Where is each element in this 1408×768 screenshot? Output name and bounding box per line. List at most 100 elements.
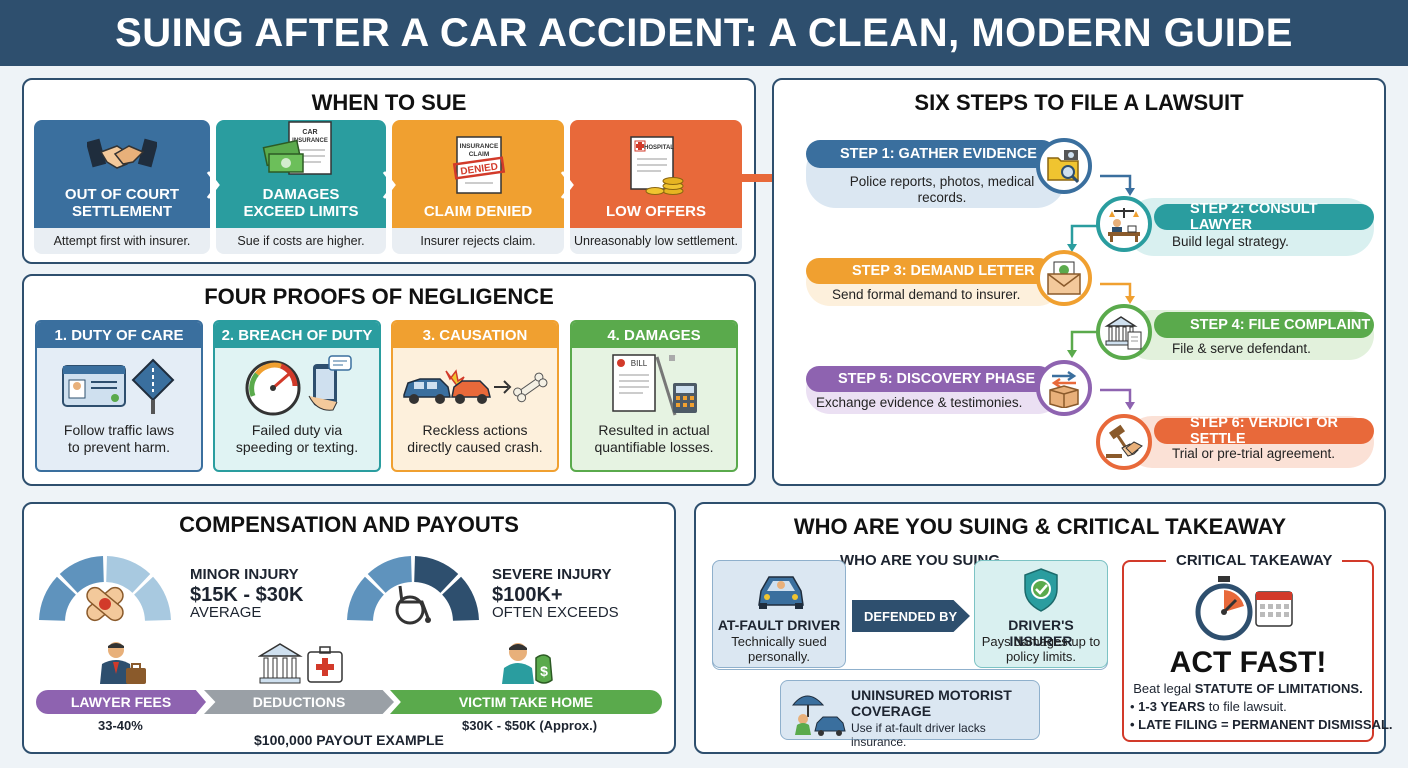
- minor-gauge-segment: [59, 556, 104, 593]
- payout-bar-lawyer-fees: LAWYER FEES: [36, 690, 206, 714]
- denied-claim-icon: INSURANCE CLAIM DENIED: [452, 136, 506, 194]
- step-4-text: File & serve defendant.: [1172, 341, 1311, 356]
- uninsured-label-1: UNINSURED MOTORIST: [851, 687, 1012, 703]
- defended-by-arrow: DEFENDED BY: [852, 600, 970, 632]
- proof-card-damages-header: 4. DAMAGES: [572, 322, 736, 348]
- step-6: STEP 6: VERDICT OR SETTLE Trial or pre-t…: [1126, 415, 1374, 468]
- step-6-title: STEP 6: VERDICT OR SETTLE: [1190, 415, 1338, 447]
- takeaway-bullet-1: • 1-3 YEARS to file lawsuit.: [1130, 699, 1287, 714]
- sue-card-low-offers-caption: Unreasonably low settlement.: [570, 228, 742, 254]
- doc-text-insurance: INSURANCE: [292, 138, 328, 144]
- step-1-title: STEP 1: GATHER EVIDENCE: [840, 146, 1037, 162]
- step-6-circle: [1096, 414, 1152, 470]
- gavel-handshake-icon: [1106, 424, 1143, 458]
- sue-card-settlement: OUT OF COURT SETTLEMENT Attempt first wi…: [34, 120, 210, 254]
- envelope-letter-icon: [1047, 261, 1081, 295]
- who-title: WHO ARE YOU SUING & CRITICAL TAKEAWAY: [793, 514, 1287, 539]
- bullet-1-rest: to file lawsuit.: [1205, 699, 1287, 714]
- hospital-bill-coins-icon: HOSPITAL: [630, 136, 684, 195]
- bank-medical-kit-icon: [258, 643, 343, 684]
- sue-card-denied-label: CLAIM DENIED: [423, 203, 533, 220]
- drivers-insurer-text-2: policy limits.: [1005, 649, 1077, 664]
- drivers-insurer-label: DRIVER'S INSURER: [1008, 617, 1074, 649]
- at-fault-driver-text-2: personally.: [748, 649, 810, 664]
- sue-card-low-offers-label: LOW OFFERS: [606, 203, 706, 220]
- minor-injury-label: MINOR INJURY: [190, 566, 299, 583]
- lawyer-desk-icon: [1108, 208, 1140, 242]
- at-fault-driver-box: AT-FAULT DRIVER Technically sued persona…: [712, 560, 846, 668]
- svg-text:$: $: [540, 663, 548, 679]
- statute-line-bold: STATUTE OF LIMITATIONS.: [1194, 681, 1363, 696]
- severe-injury-label: SEVERE INJURY: [492, 566, 612, 583]
- sue-card-denied-caption: Insurer rejects claim.: [392, 228, 564, 254]
- person-money-bag-icon: $: [502, 643, 553, 684]
- step-2-text: Build legal strategy.: [1172, 234, 1289, 249]
- bill-label: BILL: [631, 359, 648, 368]
- sue-card-low-offers: HOSPITAL LOW OFFERS Unreasonably low set…: [570, 120, 742, 254]
- bullet-1-bold: 1-3 YEARS: [1138, 699, 1206, 714]
- uninsured-label-2: COVERAGE: [851, 703, 932, 719]
- take-home-value: $30K - $50K (Approx.): [462, 718, 598, 733]
- umbrella-car-icon: [791, 695, 846, 736]
- step-5-text: Exchange evidence & testimonies.: [816, 395, 1023, 410]
- defended-by-label: DEFENDED BY: [864, 608, 958, 624]
- evidence-folder-icon: [1047, 150, 1080, 184]
- bill-crutch-calculator-icon: BILL: [612, 354, 697, 416]
- severe-gauge-segment: [442, 576, 479, 621]
- step-4: STEP 4: FILE COMPLAINT File & serve defe…: [1126, 310, 1374, 360]
- step-6-text: Trial or pre-trial agreement.: [1172, 446, 1336, 461]
- step-4-circle: [1096, 304, 1152, 360]
- money-document-icon: CAR INSURANCE: [262, 121, 332, 175]
- takeaway-bullet-2: • LATE FILING = PERMANENT DISMISSAL.: [1130, 717, 1393, 732]
- step-3: STEP 3: DEMAND LETTER Send formal demand…: [806, 258, 1062, 306]
- proof-card-damages: 4. DAMAGES BILL Resulted in actual quant…: [570, 320, 738, 472]
- lawyer-briefcase-icon: [100, 642, 146, 684]
- step-4-title: STEP 4: FILE COMPLAINT: [1190, 317, 1371, 333]
- payout-bar-deductions: DEDUCTIONS: [204, 690, 394, 714]
- uninsured-motorist-box: UNINSURED MOTORIST COVERAGE Use if at-fa…: [780, 680, 1040, 749]
- payout-bar-take-home: VICTIM TAKE HOME: [390, 690, 662, 714]
- proof-card-breach-header: 2. BREACH OF DUTY: [215, 322, 379, 348]
- sue-card-damages-label-1: DAMAGES: [262, 186, 340, 203]
- critical-takeaway-title: CRITICAL TAKEAWAY: [1166, 552, 1343, 569]
- step-5-circle: [1036, 360, 1092, 416]
- severe-injury-gauge: [347, 556, 479, 621]
- wheelchair-icon: [395, 585, 431, 625]
- compensation-panel: [22, 502, 676, 754]
- header-banner: SUING AFTER A CAR ACCIDENT: A CLEAN, MOD…: [0, 0, 1408, 66]
- minor-gauge-segment: [106, 556, 151, 593]
- proof-card-breach-text-1: Failed duty via: [251, 422, 343, 438]
- sue-card-damages-caption: Sue if costs are higher.: [216, 228, 386, 254]
- exchange-box-icon: [1049, 370, 1079, 408]
- step-2-title: STEP 2: CONSULT LAWYER: [1190, 201, 1318, 233]
- negligence-title: FOUR PROOFS OF NEGLIGENCE: [204, 284, 554, 309]
- drivers-insurer-box: DRIVER'S INSURER Pays damages up to poli…: [974, 560, 1108, 668]
- proof-card-causation-text-2: directly caused crash.: [407, 439, 543, 455]
- sue-card-settlement-caption: Attempt first with insurer.: [34, 228, 210, 254]
- drivers-insurer-text-1: Pays damages up to: [981, 634, 1101, 649]
- step-1-text-2: records.: [917, 190, 967, 205]
- sue-card-damages: CAR INSURANCE DAMAGES EXCEED LIMITS Sue …: [216, 120, 386, 254]
- proof-card-duty-header: 1. DUTY OF CARE: [37, 322, 201, 348]
- proof-card-causation-header: 3. CAUSATION: [393, 322, 557, 348]
- lawyer-fees-value: 33-40%: [98, 718, 143, 733]
- step-1: STEP 1: GATHER EVIDENCE Police reports, …: [806, 140, 1066, 208]
- proof-card-causation: 3. CAUSATION Reckless actions directly c…: [391, 320, 559, 472]
- shield-check-icon: [1024, 568, 1058, 612]
- doc-text-car: CAR: [302, 129, 317, 136]
- step-3-title: STEP 3: DEMAND LETTER: [852, 263, 1035, 279]
- severe-gauge-segment: [367, 556, 412, 593]
- step-3-circle: [1036, 250, 1092, 306]
- at-fault-driver-label: AT-FAULT DRIVER: [717, 617, 841, 633]
- proof-card-breach-text-2: speeding or texting.: [235, 439, 359, 455]
- license-road-sign-icon: [62, 358, 175, 414]
- page-title: SUING AFTER A CAR ACCIDENT: A CLEAN, MOD…: [115, 10, 1293, 55]
- statute-line: Beat legal STATUTE OF LIMITATIONS.: [1122, 681, 1374, 696]
- step-5-title: STEP 5: DISCOVERY PHASE: [838, 371, 1036, 387]
- uninsured-text: Use if at-fault driver lacks insurance.: [851, 721, 986, 749]
- chevron-right-icon: [382, 171, 396, 199]
- proof-card-breach: 2. BREACH OF DUTY Failed duty via speedi…: [213, 320, 381, 472]
- step-2-circle: [1096, 196, 1152, 252]
- payout-bar-take-home-label: VICTIM TAKE HOME: [458, 694, 594, 710]
- minor-gauge-segment: [39, 576, 76, 621]
